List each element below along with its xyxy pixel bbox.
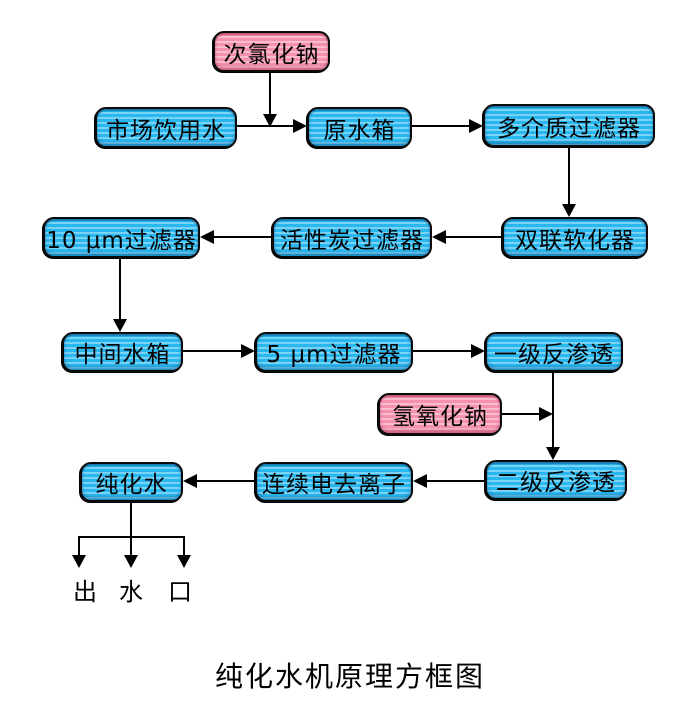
flow-line — [130, 536, 132, 555]
arrow-down-icon — [263, 114, 277, 127]
arrow-right-icon — [469, 119, 483, 133]
flow-line — [568, 147, 570, 205]
flow-line — [412, 125, 470, 127]
node-multi-media-filter: 多介质过滤器 — [483, 104, 655, 147]
arrow-right-icon — [241, 344, 255, 358]
node-second-stage-ro: 二级反渗透 — [485, 460, 627, 500]
arrow-right-icon — [471, 344, 485, 358]
flow-line — [502, 413, 540, 415]
flow-line — [183, 536, 185, 555]
node-intermediate-water-tank: 中间水箱 — [62, 332, 183, 372]
flow-line — [119, 258, 121, 319]
outlet-label-shui: 水 — [119, 578, 143, 606]
diagram-title: 纯化水机原理方框图 — [214, 660, 485, 693]
flow-line — [552, 372, 554, 447]
node-10um-filter: 10 μm过滤器 — [43, 217, 200, 258]
flow-line — [197, 480, 255, 482]
arrow-left-icon — [413, 474, 427, 488]
flow-line — [183, 350, 241, 352]
node-activated-carbon-filter: 活性炭过滤器 — [272, 217, 432, 258]
arrow-right-icon — [293, 119, 307, 133]
arrow-left-icon — [200, 230, 214, 244]
flow-line — [214, 236, 272, 238]
node-sodium-hydroxide: 氢氧化钠 — [378, 393, 502, 435]
flow-line — [427, 480, 485, 482]
outlet-label-chu: 出 — [73, 578, 97, 606]
node-sodium-hypochlorite: 次氯化钠 — [213, 31, 330, 72]
arrow-down-icon — [562, 204, 576, 217]
arrow-left-icon — [183, 474, 197, 488]
node-purified-water: 纯化水 — [80, 462, 183, 502]
node-raw-water-tank: 原水箱 — [307, 107, 412, 148]
arrow-down-icon — [124, 555, 138, 568]
arrow-down-icon — [546, 447, 560, 460]
arrow-down-icon — [72, 555, 86, 568]
flow-line — [413, 350, 471, 352]
node-5um-filter: 5 μm过滤器 — [255, 332, 413, 372]
flow-line — [269, 72, 271, 115]
arrow-down-icon — [113, 319, 127, 332]
flow-line — [237, 125, 295, 127]
node-first-stage-ro: 一级反渗透 — [485, 332, 623, 372]
node-edi: 连续电去离子 — [255, 462, 413, 502]
arrow-down-icon — [177, 555, 191, 568]
arrow-right-icon — [539, 407, 553, 421]
arrow-left-icon — [432, 230, 446, 244]
node-market-drinking-water: 市场饮用水 — [95, 107, 237, 148]
outlet-label-kou: 口 — [168, 578, 192, 606]
flow-line — [130, 500, 132, 538]
flow-line — [446, 236, 502, 238]
node-duplex-softener: 双联软化器 — [502, 217, 648, 258]
flow-line — [78, 536, 80, 555]
